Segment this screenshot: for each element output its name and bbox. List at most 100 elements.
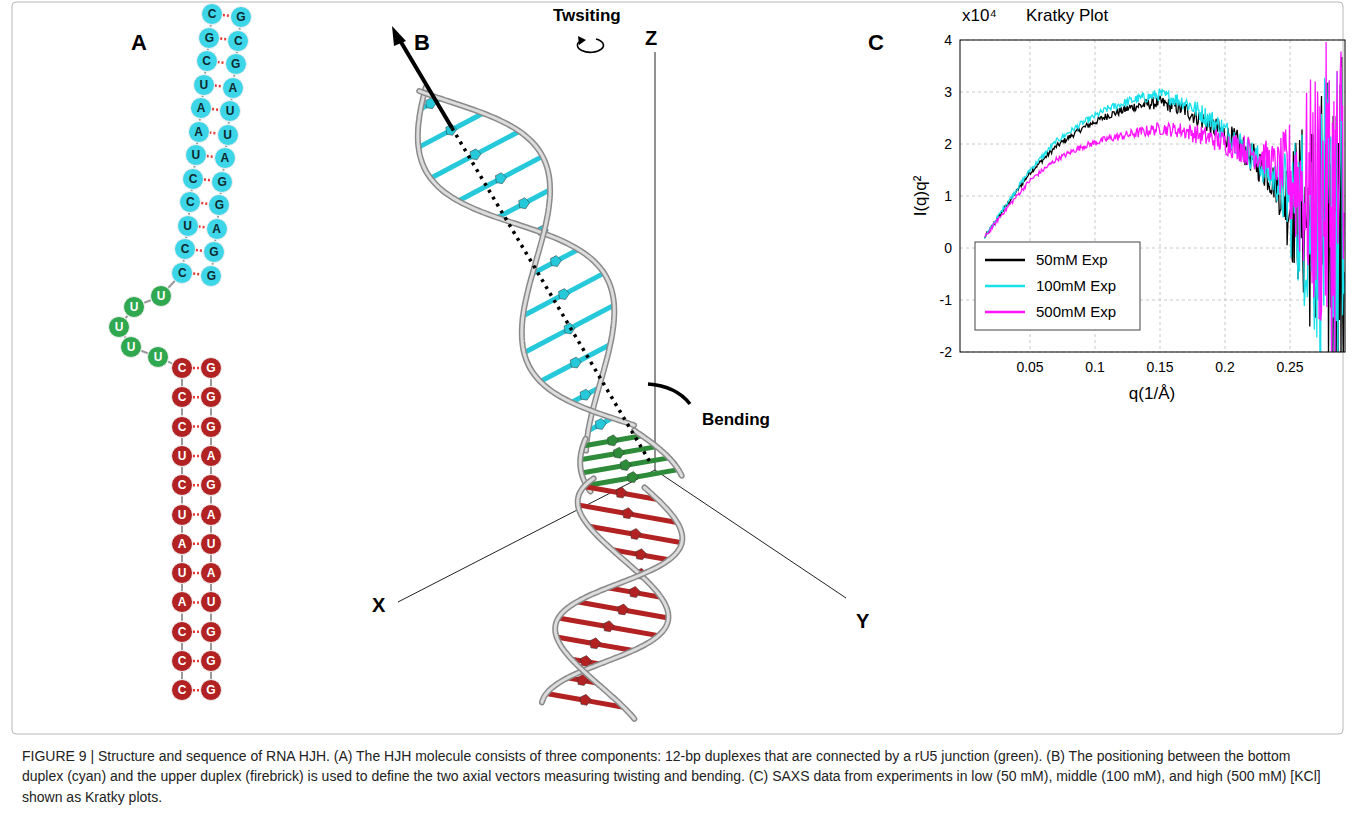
base-slab [573, 305, 614, 327]
base-letter: U [178, 567, 187, 579]
backbone-ribbon-highlight [634, 430, 682, 475]
base-letter: C [208, 8, 217, 20]
base-slab [581, 466, 621, 473]
figure-caption: FIGURE 9 | Structure and sequence of RNA… [22, 746, 1334, 807]
backbone-link [210, 526, 212, 533]
base-slab [636, 470, 678, 477]
base-letter: A [207, 509, 216, 521]
nucleotide-circle: G [200, 650, 222, 672]
saxs-curve [985, 42, 1345, 352]
nucleotide-circle: C [227, 30, 249, 52]
base-slab [626, 611, 668, 618]
base-pair-link [193, 396, 200, 399]
base-pair-link [193, 543, 200, 546]
base-slab [580, 454, 615, 460]
nucleotide-circle: G [200, 416, 222, 438]
x-tick-label: 0.25 [1276, 359, 1303, 375]
nucleotide-circle: C [171, 357, 193, 379]
sugar-ring [623, 508, 634, 519]
backbone-link [210, 496, 212, 503]
bending-arc [648, 384, 690, 404]
base-letter: C [181, 243, 190, 255]
base-letter: U [115, 321, 124, 333]
base-letter: C [186, 196, 195, 208]
base-letter: A [220, 152, 229, 164]
base-letter: G [209, 246, 218, 258]
nucleotide-circle: U [150, 285, 172, 307]
nucleotide-circle: U [177, 215, 199, 237]
twist-icon-head [578, 36, 586, 45]
nucleotide-circle: G [200, 679, 222, 701]
nucleotide-circle: A [190, 97, 212, 119]
sugar-ring [613, 447, 624, 458]
base-letter: U [226, 105, 235, 117]
base-letter: C [178, 391, 187, 403]
plot-curves [985, 42, 1345, 352]
base-letter: G [206, 391, 215, 403]
nucleotide-circle: U [200, 533, 222, 555]
base-letter: C [178, 479, 187, 491]
base-letter: C [178, 684, 187, 696]
sugar-ring [550, 256, 561, 267]
z-axis [655, 52, 656, 470]
base-letter: C [178, 655, 187, 667]
sugar-ring [595, 418, 606, 429]
x-axis-title: q(1/Å) [1129, 384, 1175, 404]
base-letter: C [202, 55, 211, 67]
panel-letter: C [868, 30, 884, 55]
nucleotide-circle: G [200, 386, 222, 408]
nucleotide-circle: C [171, 262, 193, 284]
base-letter: G [215, 199, 224, 211]
base-slab [524, 331, 565, 353]
sugar-ring [580, 389, 591, 400]
base-slab [567, 273, 604, 293]
nucleotide-circle: G [200, 474, 222, 496]
nucleotide-circle: C [171, 416, 193, 438]
axis-vector-head [392, 26, 406, 46]
nucleotide-circle: G [208, 194, 230, 216]
base-slab [622, 447, 657, 453]
grid-line [1225, 40, 1226, 352]
base-slab [578, 505, 624, 513]
nucleotide-circle: U [147, 346, 169, 368]
nucleotide-circle: U [171, 504, 193, 526]
legend-text: 500mM Exp [1036, 303, 1116, 320]
y-tick-label: 2 [944, 136, 952, 152]
nucleotide-circle: A [200, 445, 222, 467]
base-letter: A [178, 596, 187, 608]
backbone-link [181, 496, 183, 503]
base-pair-link [193, 660, 200, 663]
base-pair-link [193, 572, 200, 575]
base-letter: C [178, 362, 187, 374]
nucleotide-circle: A [171, 533, 193, 555]
backbone-link [181, 379, 183, 386]
nucleotide-circle: C [171, 679, 193, 701]
nucleotide-circle: U [123, 296, 145, 318]
backbone-link [168, 281, 175, 288]
nucleotide-circle: U [171, 445, 193, 467]
backbone-link [181, 613, 183, 620]
backbone-ribbon-highlight [555, 488, 682, 719]
backbone-ribbon [418, 88, 615, 451]
backbone-link [210, 555, 212, 562]
x-tick-label: 0.1 [1085, 359, 1104, 375]
base-pair-link [199, 225, 206, 228]
nucleotide-circle: U [120, 336, 142, 358]
base-letter: U [183, 220, 192, 232]
base-pair-link [193, 367, 200, 370]
base-slab [418, 132, 448, 148]
y-tick-label: 1 [944, 188, 952, 204]
backbone-ribbon [555, 488, 682, 719]
base-letter: G [206, 655, 215, 667]
base-letter: G [206, 479, 215, 491]
base-letter: G [231, 58, 240, 70]
base-pair-link [193, 455, 200, 458]
backbone-link [181, 408, 183, 415]
base-pair-link [193, 630, 200, 633]
axis-vector-dotted [452, 128, 650, 462]
figure-border [12, 2, 1343, 734]
kratky-plot [960, 40, 1345, 429]
base-pair-link [193, 513, 200, 516]
base-letter: G [206, 684, 215, 696]
backbone-link [210, 584, 212, 591]
